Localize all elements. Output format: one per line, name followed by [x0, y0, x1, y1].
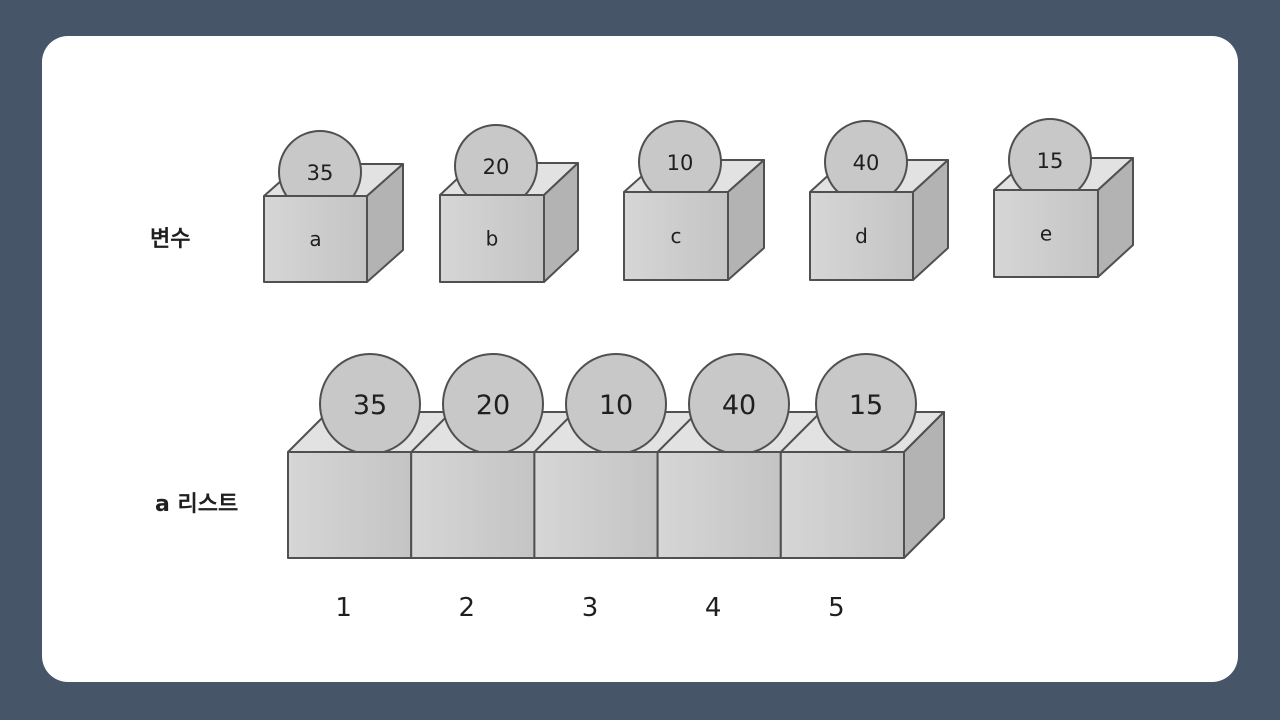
- variable-name-label: e: [1040, 222, 1052, 246]
- list-coin-1: 35: [319, 353, 421, 455]
- coin-value-label: 15: [1037, 149, 1064, 173]
- list-boxes: 35 20 10 40 15 1 2 3 4 5: [287, 353, 945, 623]
- coin-value-label: 20: [476, 390, 510, 421]
- list-index-label: 4: [705, 593, 722, 623]
- coin-value-label: 15: [849, 390, 883, 421]
- list-coin-4: 40: [688, 353, 790, 455]
- box-front-face: [623, 191, 729, 281]
- variable-box-b: 20 b: [439, 124, 579, 283]
- variable-box-e: 15 e: [993, 118, 1134, 278]
- coin-value-label: 10: [599, 390, 633, 421]
- list-cell-1: [287, 451, 413, 559]
- list-coin-5: 15: [815, 353, 917, 455]
- variable-box-d: 40 d: [809, 120, 949, 281]
- list-coin-2: 20: [442, 353, 544, 455]
- list-cell-2: [410, 451, 536, 559]
- list-index-label: 1: [335, 593, 352, 623]
- variable-boxes: 35 a 20 b 10 c 40 d 15 e: [263, 118, 1134, 283]
- variable-box-c: 10 c: [623, 120, 765, 281]
- variables-row-label: 변수: [150, 227, 190, 252]
- list-cell-5: [779, 451, 905, 559]
- box-front-face: [993, 189, 1099, 278]
- coin-value-label: 35: [353, 390, 387, 421]
- variable-name-label: d: [855, 224, 868, 248]
- variable-name-label: c: [671, 224, 682, 248]
- list-index-label: 5: [828, 593, 845, 623]
- list-index-label: 2: [459, 593, 476, 623]
- list-row-label: a 리스트: [155, 492, 238, 517]
- coin-value-label: 10: [667, 151, 694, 175]
- list-index-label: 3: [582, 593, 599, 623]
- coin-value-label: 20: [483, 155, 510, 179]
- variable-box-a: 35 a: [263, 130, 404, 283]
- box-front-face: [439, 194, 545, 283]
- list-top-divider: [780, 411, 822, 453]
- box-front-face: [809, 191, 914, 281]
- coin-value-label: 35: [307, 161, 334, 185]
- coin-value-label: 40: [722, 390, 756, 421]
- variable-name-label: b: [486, 227, 499, 251]
- list-coin-3: 10: [565, 353, 667, 455]
- list-cell-4: [656, 451, 782, 559]
- variable-name-label: a: [309, 227, 321, 251]
- coin-value-label: 40: [853, 151, 880, 175]
- list-cell-3: [533, 451, 659, 559]
- box-front-face: [263, 195, 368, 283]
